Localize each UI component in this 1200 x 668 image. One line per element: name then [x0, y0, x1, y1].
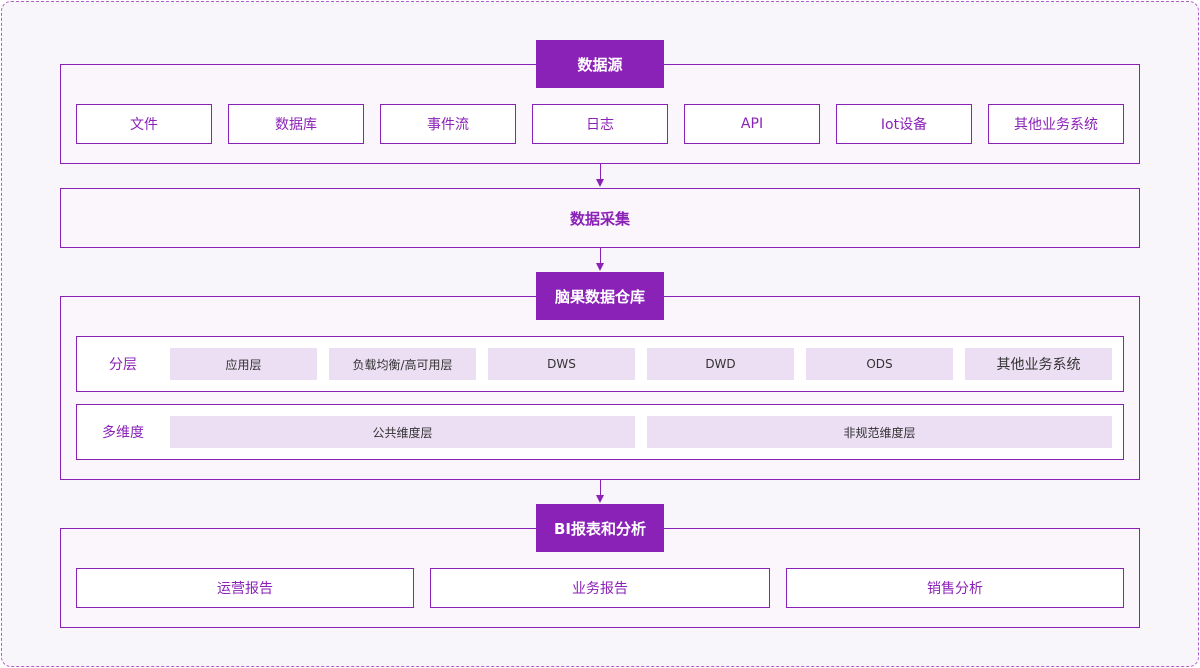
layer-chip: 负载均衡/高可用层: [329, 348, 476, 380]
dimensions-label: 多维度: [102, 425, 144, 441]
collection-title: 数据采集: [569, 209, 630, 228]
flow-arrow-line: [600, 480, 601, 496]
bi-item: 销售分析: [786, 568, 1124, 608]
layers-label: 分层: [109, 357, 137, 373]
data-source-item: 数据库: [228, 104, 364, 144]
data-source-item: 日志: [532, 104, 668, 144]
layer-chip: DWD: [647, 348, 794, 380]
bi-header: BI报表和分析: [536, 504, 664, 552]
data-source-item: Iot设备: [836, 104, 972, 144]
data-source-item: 其他业务系统: [988, 104, 1124, 144]
data-source-header: 数据源: [536, 40, 664, 88]
flow-arrow-line: [600, 164, 601, 180]
collection-section: 数据采集: [60, 188, 1140, 248]
warehouse-header: 脑果数据仓库: [536, 272, 664, 320]
flow-arrow-head: [596, 179, 604, 187]
bi-item: 运营报告: [76, 568, 414, 608]
flow-arrow-head: [596, 495, 604, 503]
layer-chip: 其他业务系统: [965, 348, 1112, 380]
data-source-item: API: [684, 104, 820, 144]
layer-chip: 应用层: [170, 348, 317, 380]
layer-chip: ODS: [806, 348, 953, 380]
layer-chip: DWS: [488, 348, 635, 380]
data-source-item: 文件: [76, 104, 212, 144]
bi-item: 业务报告: [430, 568, 770, 608]
dimension-chip: 公共维度层: [170, 416, 635, 448]
data-source-item: 事件流: [380, 104, 516, 144]
dimension-chip: 非规范维度层: [647, 416, 1112, 448]
flow-arrow-line: [600, 248, 601, 264]
flow-arrow-head: [596, 263, 604, 271]
